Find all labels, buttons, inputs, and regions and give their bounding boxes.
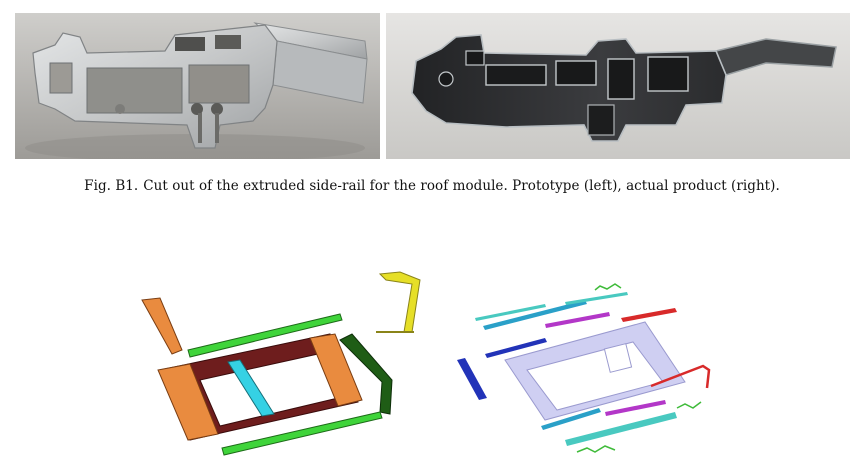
figure-caption: Fig. B1.Cut out of the extruded side-rai… [0,178,864,194]
figure-caption-text: Cut out of the extruded side-rail for th… [143,178,780,194]
prototype-side-rail-photo [15,13,380,159]
roof-module-scan-view [445,262,755,467]
actual-product-side-rail-photo [386,13,850,159]
figure-label: Fig. B1. [84,178,139,194]
roof-module-cad-exploded-view [130,262,430,467]
